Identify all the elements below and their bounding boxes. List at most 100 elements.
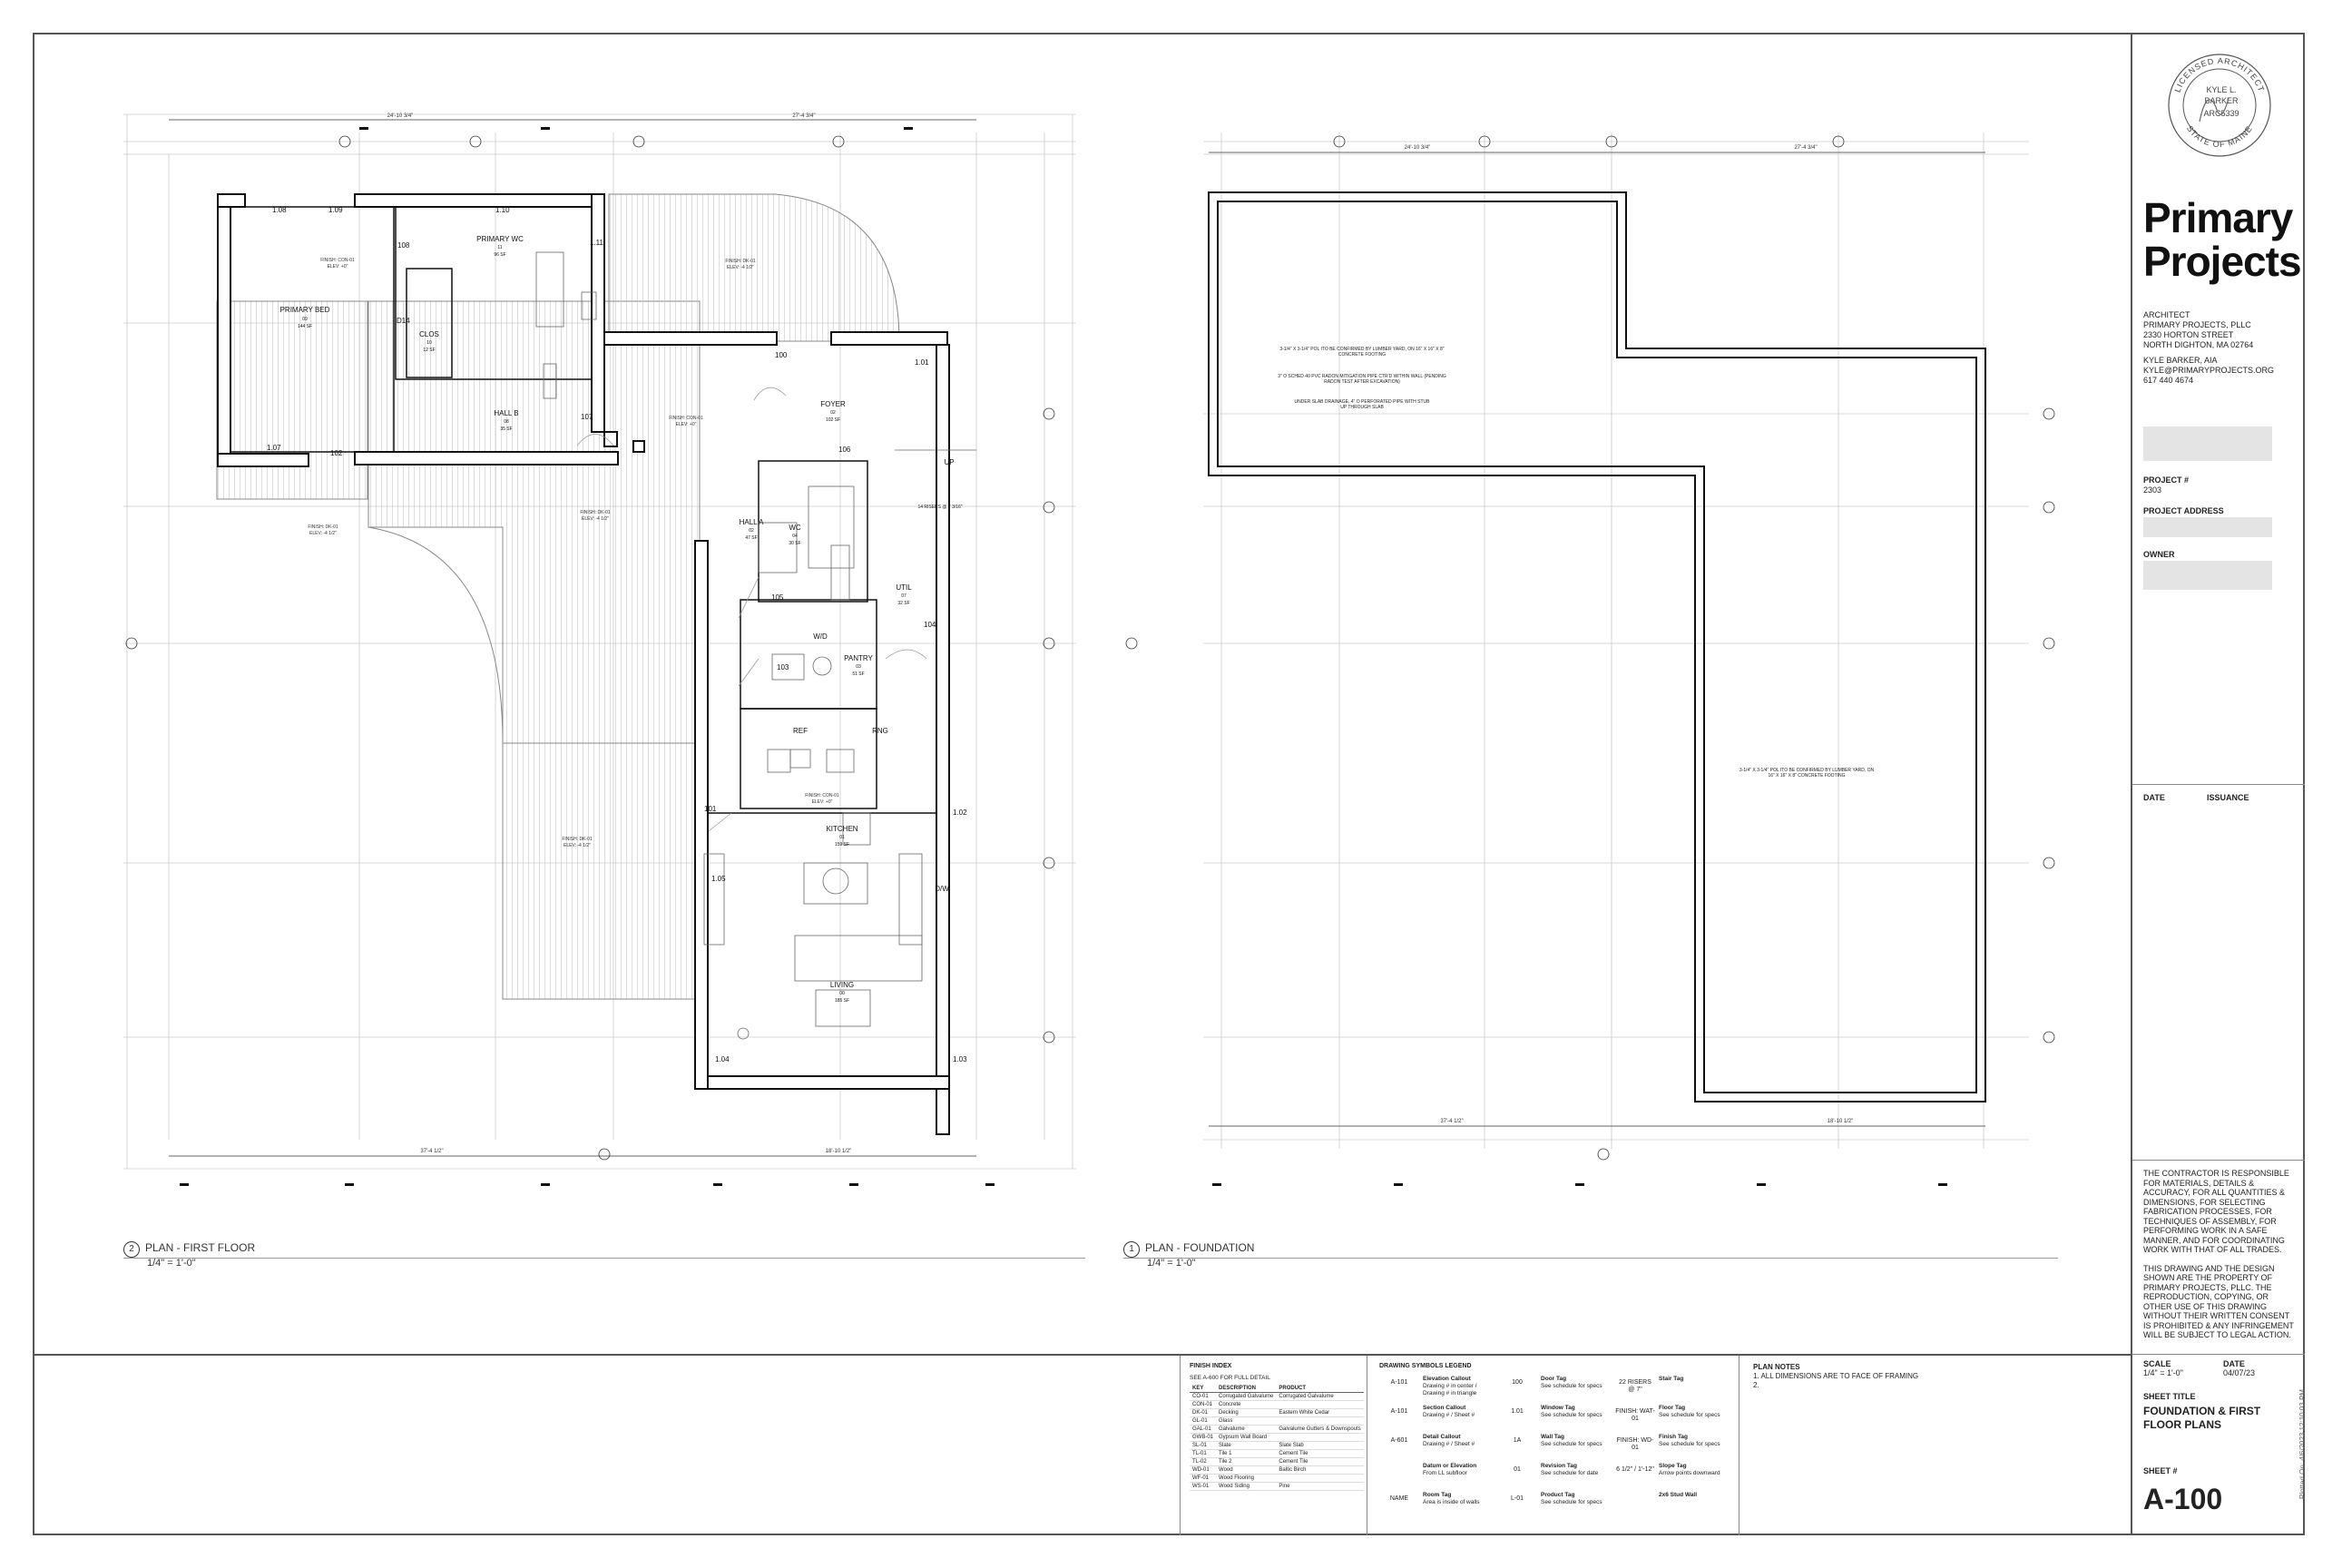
symbol-desc: From LL subfloor: [1423, 1470, 1467, 1476]
symbol-name: Section Callout: [1423, 1405, 1466, 1411]
redacted-box: [2143, 426, 2272, 461]
sheet-title-label: SHEET TITLE: [2143, 1392, 2196, 1401]
symbol-name: 2x6 Stud Wall: [1659, 1492, 1698, 1498]
svg-text:03: 03: [856, 664, 861, 670]
dim-bottom-left: 37'-4 1/2": [420, 1149, 443, 1154]
door-tag-d14: D14: [397, 317, 410, 325]
symbol-name: Floor Tag: [1659, 1405, 1686, 1411]
svg-text:FINISH: DK-01: FINISH: DK-01: [308, 524, 338, 530]
finish-cell: Corrugated Galvalume: [1276, 1392, 1364, 1401]
room-foyer: FOYER: [820, 400, 846, 408]
drawing-area: 24'-10 3/4" 27'-4 3/4" 37'-4 1/2" 18'-10…: [123, 113, 2055, 1186]
symbol-name: Window Tag: [1541, 1405, 1575, 1411]
window-tag-107: 1.07: [267, 444, 281, 452]
symbol-tag: NAME: [1389, 1495, 1409, 1502]
svg-text:ELEV: +0": ELEV: +0": [676, 422, 697, 427]
finish-cell: TL-02: [1190, 1457, 1217, 1466]
svg-text:ELEV: -4 1/2": ELEV: -4 1/2": [309, 531, 337, 536]
label-refrigerator: REF: [793, 727, 808, 735]
finish-cell: Tile 2: [1216, 1457, 1277, 1466]
label-stair-up: UP: [944, 458, 954, 466]
dim-top-right: 27'-4 3/4": [792, 113, 815, 119]
foundation-grid-bubbles: [1125, 135, 2055, 1161]
plan-notes-title: PLAN NOTES: [1753, 1363, 1800, 1371]
finish-cell: TL-01: [1190, 1449, 1217, 1458]
plan-title-rule: [1123, 1258, 2058, 1259]
door-tag-104: 104: [924, 621, 936, 629]
label-washer-dryer: W/D: [813, 632, 828, 641]
symbol-name: Product Tag: [1541, 1492, 1575, 1498]
svg-text:159 SF: 159 SF: [835, 842, 849, 848]
project-address-label: PROJECT ADDRESS: [2143, 506, 2224, 515]
door-tag-100: 100: [775, 351, 788, 359]
svg-text:47 SF: 47 SF: [745, 535, 757, 541]
room-labels: PRIMARY BED 09 144 SF PRIMARY WC 11 96 S…: [280, 235, 963, 1004]
symbol-desc: See schedule for specs: [1541, 1441, 1602, 1447]
window-tag-105: 1.05: [711, 875, 726, 883]
deck-west: [216, 300, 368, 500]
window-tag-104: 1.04: [715, 1055, 730, 1063]
finish-cell: GL-01: [1190, 1416, 1217, 1426]
finish-header-cell: KEY: [1190, 1385, 1217, 1393]
finish-cell: Concrete: [1216, 1400, 1277, 1409]
interior-walls: [230, 206, 936, 814]
svg-text:185 SF: 185 SF: [835, 998, 849, 1004]
svg-text:18'-10 1/2": 18'-10 1/2": [1828, 1119, 1854, 1124]
finish-cell: Cement Tile: [1276, 1449, 1364, 1458]
room-hall-b: HALL B: [494, 409, 518, 417]
finish-cell: WF-01: [1190, 1474, 1217, 1483]
finish-cell: CO-01: [1190, 1392, 1217, 1401]
svg-text:ELEV: -4 1/2": ELEV: -4 1/2": [727, 265, 754, 270]
deck-south: [502, 742, 701, 1000]
window-tag-111: 1.11: [590, 239, 604, 247]
symbol-name: Revision Tag: [1541, 1463, 1577, 1469]
date-value: 04/07/23: [2223, 1368, 2256, 1377]
redacted-owner: [2143, 561, 2272, 590]
svg-text:ELEV: +0": ELEV: +0": [328, 264, 348, 270]
room-kitchen: KITCHEN: [826, 825, 858, 833]
exterior-walls: [217, 193, 950, 1135]
scale-label: SCALE: [2143, 1359, 2171, 1368]
finish-cell: [1276, 1400, 1364, 1409]
plan-title-rule: [123, 1258, 1085, 1259]
symbol-name: Detail Callout: [1423, 1434, 1461, 1440]
symbol-name: Room Tag: [1423, 1492, 1452, 1498]
window-tag-110: 1.10: [495, 206, 510, 214]
symbol-name: Stair Tag: [1659, 1376, 1684, 1382]
symbol-tag: 6 1/2" / 1'-12": [1616, 1466, 1654, 1473]
svg-text:01: 01: [839, 835, 845, 840]
svg-text:00: 00: [839, 991, 845, 996]
finish-cell: WS-01: [1190, 1482, 1217, 1491]
symbol-name: Slope Tag: [1659, 1463, 1687, 1469]
finish-cell: SL-01: [1190, 1441, 1217, 1450]
symbol-tag: 1A: [1513, 1437, 1522, 1444]
svg-text:FINISH: DK-01: FINISH: DK-01: [580, 510, 611, 515]
symbol-desc: Drawing # / Sheet #: [1423, 1412, 1475, 1418]
door-tag-105: 105: [771, 593, 784, 602]
symbol-tag: 100: [1512, 1379, 1523, 1386]
svg-text:27'-4 3/4": 27'-4 3/4": [1794, 145, 1817, 151]
project-number: 2303: [2143, 485, 2162, 495]
finish-cell: Tile 1: [1216, 1449, 1277, 1458]
symbol-desc: Drawing # in center / Drawing # in trian…: [1423, 1383, 1477, 1396]
finish-cell: DK-01: [1190, 1408, 1217, 1417]
symbol-tag: 01: [1514, 1466, 1521, 1473]
window-tag-102: 1.02: [953, 808, 967, 817]
finish-cell: Wood: [1216, 1465, 1277, 1475]
svg-text:ELEV: -4 1/2": ELEV: -4 1/2": [564, 843, 591, 848]
project-number-label: PROJECT #: [2143, 475, 2190, 485]
svg-text:02: 02: [830, 410, 836, 416]
foundation-notes: 3-1/4" X 3-1/4" POL ITO BE CONFIRMED BY …: [1278, 347, 1874, 779]
symbol-tag: 22 RISERS @ 7": [1619, 1379, 1651, 1393]
disclaimer: THE CONTRACTOR IS RESPONSIBLE FOR MATERI…: [2143, 1169, 2294, 1339]
symbol-tag: FINISH: WAT-01: [1615, 1408, 1655, 1422]
symbol-desc: Area is inside of walls: [1423, 1499, 1480, 1505]
